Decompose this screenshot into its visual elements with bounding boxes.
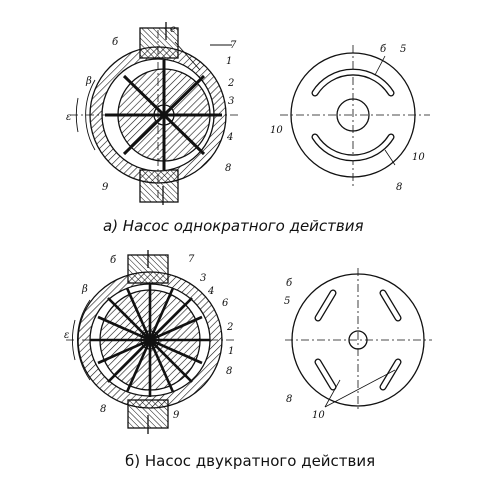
label-pb-5: 5 xyxy=(284,296,290,307)
label-b-epsilon: ε xyxy=(64,330,69,341)
plate-a-labels: б 5 10 10 8 xyxy=(270,44,425,193)
label-b-4: 4 xyxy=(207,286,214,297)
label-a-1: 1 xyxy=(226,56,232,67)
label-a-beta: β xyxy=(85,76,92,87)
label-a-4: 4 xyxy=(226,132,233,143)
label-b-2: 2 xyxy=(226,322,233,333)
label-pb-8: 8 xyxy=(286,394,292,405)
label-pa-6: б xyxy=(380,44,387,55)
label-b-beta: β xyxy=(81,284,88,295)
label-b-3: 3 xyxy=(200,273,206,284)
label-b-8l: 8 xyxy=(100,404,106,415)
label-pb-10: 10 xyxy=(312,410,325,421)
caption-single-action: а) Насос однократного действия xyxy=(103,217,364,235)
label-a-2: 2 xyxy=(227,78,234,89)
pump-a-labels: б 7 1 2 3 4 8 9 β ε e xyxy=(66,24,237,193)
label-pa-10-right: 10 xyxy=(412,152,425,163)
plate-b-labels: б 5 8 10 xyxy=(284,278,325,421)
label-a-7: 7 xyxy=(230,40,237,51)
label-b-6: б xyxy=(110,255,117,266)
label-a-e: e xyxy=(170,24,176,35)
label-a-9: 9 xyxy=(102,182,109,193)
label-a-3: 3 xyxy=(228,96,234,107)
caption-double-action: б) Насос двукратного действия xyxy=(125,452,376,470)
label-pa-5: 5 xyxy=(400,44,406,55)
label-pb-6: б xyxy=(286,278,293,289)
label-b-9: 9 xyxy=(173,410,180,421)
label-b-7: 7 xyxy=(188,254,195,265)
label-b-8r: 8 xyxy=(226,366,232,377)
pump-a xyxy=(70,22,240,205)
label-a-epsilon: ε xyxy=(66,112,71,123)
label-a-8: 8 xyxy=(225,163,231,174)
label-pa-10-left: 10 xyxy=(270,125,283,136)
pump-b xyxy=(66,250,236,434)
plate-b xyxy=(285,268,432,412)
label-a-6: б xyxy=(112,37,119,48)
pump-b-labels: б 7 3 4 6 2 1 8 8 9 β ε xyxy=(64,254,234,421)
label-pa-8: 8 xyxy=(396,182,402,193)
label-b-1: 1 xyxy=(228,346,234,357)
plate-a xyxy=(280,45,430,188)
label-b-6r: 6 xyxy=(222,298,229,309)
